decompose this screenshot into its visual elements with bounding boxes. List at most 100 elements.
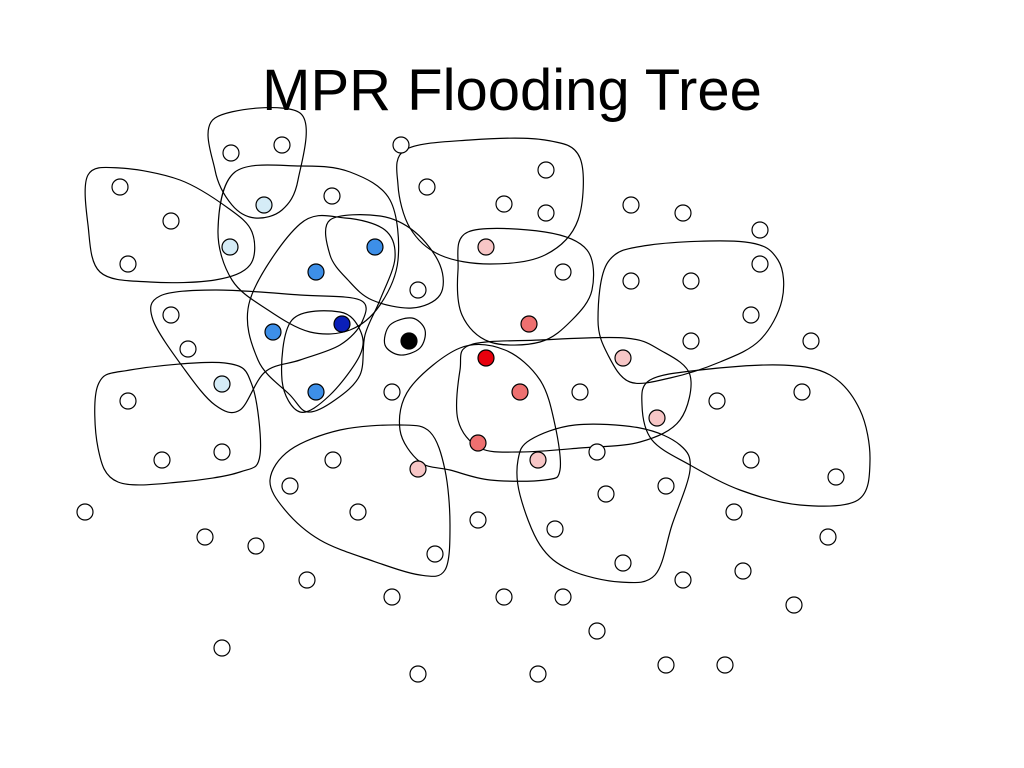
plain-node: [597, 485, 615, 503]
coverage-region: [217, 164, 400, 335]
blue-relay-node: [366, 238, 384, 256]
plain-node: [469, 511, 487, 529]
plain-node: [725, 503, 743, 521]
red-covered-node: [477, 238, 495, 256]
plain-node: [119, 255, 137, 273]
coverage-region: [94, 361, 262, 486]
plain-node: [222, 144, 240, 162]
coverage-region: [269, 424, 451, 577]
plain-node: [554, 263, 572, 281]
plain-node: [298, 571, 316, 589]
red-relay-node: [469, 434, 487, 452]
plain-node: [495, 195, 513, 213]
network-nodes: [76, 136, 845, 683]
plain-node: [802, 332, 820, 350]
plain-node: [418, 178, 436, 196]
plain-node: [409, 281, 427, 299]
coverage-region: [456, 227, 595, 346]
blue-covered-node: [255, 196, 273, 214]
red-covered-node: [529, 451, 547, 469]
coverage-region: [281, 310, 364, 413]
plain-node: [392, 136, 410, 154]
plain-node: [76, 503, 94, 521]
blue-relay-node: [307, 263, 325, 281]
plain-node: [751, 255, 769, 273]
plain-node: [682, 332, 700, 350]
coverage-regions: [84, 106, 871, 584]
plain-node: [622, 196, 640, 214]
plain-node: [213, 639, 231, 657]
plain-node: [734, 562, 752, 580]
plain-node: [426, 545, 444, 563]
plain-node: [571, 383, 589, 401]
coverage-region: [150, 289, 367, 414]
plain-node: [614, 554, 632, 572]
blue-mpr-node: [333, 315, 351, 333]
plain-node: [546, 520, 564, 538]
plain-node: [111, 178, 129, 196]
coverage-region: [516, 423, 691, 584]
plain-node: [495, 588, 513, 606]
blue-covered-node: [213, 375, 231, 393]
red-covered-node: [648, 409, 666, 427]
coverage-region: [641, 364, 871, 507]
blue-relay-node: [307, 383, 325, 401]
red-covered-node: [614, 349, 632, 367]
plain-node: [674, 571, 692, 589]
blue-covered-node: [221, 238, 239, 256]
coverage-region: [383, 317, 426, 356]
plain-node: [682, 272, 700, 290]
plain-node: [657, 477, 675, 495]
plain-node: [247, 537, 265, 555]
plain-node: [383, 383, 401, 401]
plain-node: [324, 451, 342, 469]
plain-node: [323, 187, 341, 205]
plain-node: [716, 656, 734, 674]
coverage-region: [207, 106, 307, 219]
plain-node: [273, 136, 291, 154]
plain-node: [179, 340, 197, 358]
plain-node: [119, 392, 137, 410]
plain-node: [196, 528, 214, 546]
coverage-region: [597, 240, 785, 385]
plain-node: [674, 204, 692, 222]
plain-node: [162, 306, 180, 324]
plain-node: [588, 443, 606, 461]
red-relay-node: [520, 315, 538, 333]
plain-node: [162, 212, 180, 230]
blue-relay-node: [264, 323, 282, 341]
red-covered-node: [409, 460, 427, 478]
plain-node: [537, 204, 555, 222]
plain-node: [751, 221, 769, 239]
coverage-region: [324, 214, 444, 309]
plain-node: [409, 665, 427, 683]
source-node: [400, 332, 418, 350]
plain-node: [742, 306, 760, 324]
slide-title: MPR Flooding Tree: [262, 58, 762, 123]
plain-node: [785, 596, 803, 614]
red-relay-node: [511, 383, 529, 401]
plain-node: [554, 588, 572, 606]
plain-node: [213, 443, 231, 461]
coverage-region: [456, 336, 692, 453]
plain-node: [537, 161, 555, 179]
plain-node: [588, 622, 606, 640]
coverage-region: [396, 137, 584, 265]
plain-node: [742, 451, 760, 469]
plain-node: [827, 468, 845, 486]
plain-node: [281, 477, 299, 495]
plain-node: [708, 392, 726, 410]
coverage-region: [84, 166, 256, 284]
red-mpr-node: [477, 349, 495, 367]
plain-node: [819, 528, 837, 546]
plain-node: [153, 451, 171, 469]
plain-node: [529, 665, 547, 683]
plain-node: [383, 588, 401, 606]
plain-node: [793, 383, 811, 401]
coverage-region: [246, 214, 396, 413]
plain-node: [657, 656, 675, 674]
plain-node: [622, 272, 640, 290]
plain-node: [349, 503, 367, 521]
